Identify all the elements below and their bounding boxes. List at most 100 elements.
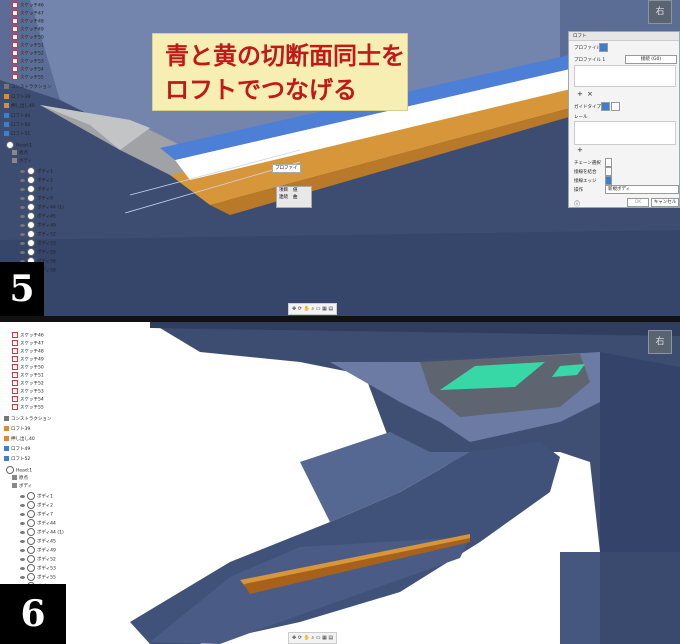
eye-icon[interactable]	[20, 250, 25, 254]
browser-feature[interactable]: ロフト50	[4, 122, 30, 129]
browser-body[interactable]: ボディ52	[20, 230, 56, 238]
browser-bodies-folder[interactable]: ボディ	[12, 483, 32, 490]
viewcube[interactable]: 右	[648, 0, 672, 24]
browser-sketch[interactable]: スケッチ54	[12, 66, 44, 73]
eye-icon[interactable]	[20, 223, 25, 227]
navigation-bar[interactable]: ✥ ⟳ ✋ ⌕ ▭ ▦ ▤	[288, 632, 338, 644]
browser-sketch[interactable]: スケッチ49	[12, 356, 44, 363]
browser-body[interactable]: ボディ2	[20, 176, 53, 184]
viewcube[interactable]: 右	[648, 330, 672, 354]
browser-body[interactable]: ボディ7	[20, 510, 53, 518]
browser-construction[interactable]: コンストラクション	[4, 84, 51, 91]
info-icon[interactable]: ⓘ	[574, 201, 581, 208]
browser-sketch[interactable]: スケッチ51	[12, 372, 44, 379]
browser-feature[interactable]: ロフト49	[4, 446, 30, 453]
ok-button[interactable]: OK	[627, 198, 649, 207]
browser-body[interactable]: ボディ1	[20, 167, 53, 175]
browser-sketch[interactable]: スケッチ55	[12, 74, 44, 81]
eye-icon[interactable]	[20, 187, 25, 191]
eye-icon[interactable]	[20, 232, 25, 236]
browser-body[interactable]: ボディ53	[20, 239, 56, 247]
add-rail-icon[interactable]: +	[577, 146, 583, 154]
eye-icon[interactable]	[20, 539, 25, 543]
eye-icon[interactable]	[20, 214, 25, 218]
eye-icon[interactable]	[20, 557, 25, 561]
browser-feature[interactable]: 押し出し40	[4, 436, 35, 443]
browser-body[interactable]: ボディ8	[20, 194, 53, 202]
browser-body[interactable]: ボディ45	[20, 537, 56, 545]
operation-select[interactable]: 新規ボディ	[605, 185, 679, 194]
chain-checkbox[interactable]	[605, 158, 612, 167]
browser-feature[interactable]: ロフト39	[4, 94, 30, 101]
browser-bodies-folder[interactable]: ボディ	[12, 158, 32, 165]
browser-sketch[interactable]: スケッチ49	[12, 26, 44, 33]
browser-body[interactable]: ボディ55	[20, 573, 56, 581]
browser-sketch[interactable]: スケッチ53	[12, 388, 44, 395]
browser-body[interactable]: ボディ45	[20, 212, 56, 220]
browser-body[interactable]: ボディ52	[20, 555, 56, 563]
browser-body[interactable]: ボディ53	[20, 564, 56, 572]
eye-icon[interactable]	[20, 530, 25, 534]
eye-icon[interactable]	[20, 521, 25, 525]
eye-icon[interactable]	[20, 178, 25, 182]
browser-sketch[interactable]: スケッチ51	[12, 42, 44, 49]
eye-icon[interactable]	[20, 548, 25, 552]
eye-icon[interactable]	[20, 512, 25, 516]
browser-sketch[interactable]: スケッチ55	[12, 404, 44, 411]
eye-icon[interactable]	[20, 196, 25, 200]
browser-body[interactable]: ボディ49	[20, 221, 56, 229]
rail-type-button[interactable]	[601, 102, 610, 111]
profile-continuity-select[interactable]: 接続 (G0)	[625, 55, 677, 64]
merge-edges-toggle[interactable]	[605, 176, 612, 185]
browser-feature[interactable]: ロフト49	[4, 113, 30, 120]
browser-body[interactable]: ボディ55	[20, 248, 56, 256]
browser-sketch[interactable]: スケッチ48	[12, 18, 44, 25]
add-icon[interactable]: +	[577, 90, 583, 98]
browser-construction[interactable]: コンストラクション	[4, 416, 51, 423]
browser-body[interactable]: ボディ44 (1)	[20, 203, 64, 211]
eye-icon[interactable]	[20, 566, 25, 570]
browser-feature[interactable]: ロフト52	[4, 456, 30, 463]
rail-list[interactable]	[574, 121, 676, 145]
browser-feature[interactable]: ロフト51	[4, 131, 30, 138]
cancel-button[interactable]: キャンセル	[651, 198, 679, 207]
centerline-type-button[interactable]	[611, 102, 620, 111]
navigation-bar[interactable]: ✥ ⟳ ✋ ⌕ ▭ ▦ ▤	[288, 303, 338, 315]
browser-sketch[interactable]: スケッチ48	[12, 348, 44, 355]
select-profile-button[interactable]	[599, 43, 608, 52]
browser-feature[interactable]: 押し出し40	[4, 103, 35, 110]
browser-body[interactable]: ボディ7	[20, 185, 53, 193]
browser-sketch[interactable]: スケッチ53	[12, 58, 44, 65]
step6-viewport[interactable]	[0, 322, 680, 644]
browser-sketch[interactable]: スケッチ50	[12, 364, 44, 371]
browser-sketch[interactable]: スケッチ52	[12, 380, 44, 387]
browser-body[interactable]: ボディ2	[20, 501, 53, 509]
browser-sketch[interactable]: スケッチ50	[12, 34, 44, 41]
browser-sketch[interactable]: スケッチ47	[12, 340, 44, 347]
dialog-header[interactable]: ロフト	[569, 32, 679, 41]
profile-list[interactable]	[574, 65, 676, 87]
browser-sketch[interactable]: スケッチ46	[12, 332, 44, 339]
browser-origin[interactable]: 原点	[12, 150, 28, 157]
browser-origin[interactable]: 原点	[12, 475, 28, 482]
browser-sketch[interactable]: スケッチ54	[12, 396, 44, 403]
browser-sketch[interactable]: スケッチ52	[12, 50, 44, 57]
browser-body[interactable]: ボディ44	[20, 519, 56, 527]
eye-icon[interactable]	[20, 503, 25, 507]
eye-icon[interactable]	[20, 259, 25, 263]
drag-handle-popup[interactable]: 項目 値 連続 曲	[276, 186, 312, 208]
browser-feature[interactable]: ロフト39	[4, 426, 30, 433]
eye-icon[interactable]	[20, 169, 25, 173]
eye-icon[interactable]	[20, 494, 25, 498]
browser-component[interactable]: Head:1	[6, 466, 32, 474]
eye-icon[interactable]	[20, 205, 25, 209]
remove-icon[interactable]: ×	[587, 90, 593, 98]
browser-body[interactable]: ボディ44 (1)	[20, 528, 64, 536]
browser-component[interactable]: Head:1	[6, 141, 32, 149]
eye-icon[interactable]	[20, 575, 25, 579]
browser-body[interactable]: ボディ49	[20, 546, 56, 554]
eye-icon[interactable]	[20, 241, 25, 245]
browser-body[interactable]: ボディ1	[20, 492, 53, 500]
merge-checkbox[interactable]	[605, 167, 612, 176]
browser-sketch[interactable]: スケッチ46	[12, 2, 44, 9]
